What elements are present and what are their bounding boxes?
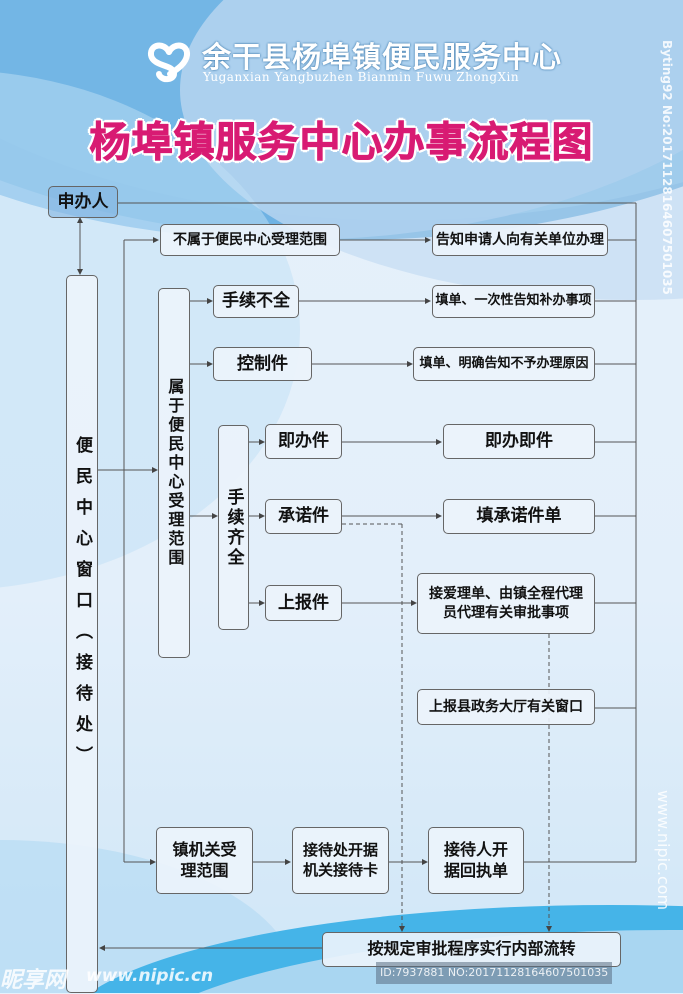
controlled-box: 控制件 [213, 347, 312, 381]
watermark-id: ID:7937881 NO:20171128164607501035 [376, 962, 613, 984]
watermark-brand: 昵享网 [0, 968, 67, 993]
incomplete-box: 手续不全 [213, 285, 299, 318]
incomplete-result-box: 填单、一次性告知补办事项 [432, 285, 595, 318]
controlled-result-box: 填单、明确告知不予办理原因 [413, 347, 595, 381]
org-pinyin: Yuganxian Yangbuzhen Bianmin Fuwu ZhongX… [203, 70, 520, 84]
not-in-scope-box: 不属于便民中心受理范围 [160, 224, 340, 256]
watermark-right-bottom: www.nipic.com [654, 790, 673, 911]
receipt-box: 接待人开据回执单 [428, 827, 524, 894]
watermark-url: www.nipic.cn [86, 966, 214, 986]
not-in-scope-result-box: 告知申请人向有关单位办理 [432, 224, 608, 256]
watermark-right-top: Byting92 No:20171128164607501035 [660, 40, 674, 295]
report-box: 上报件 [265, 585, 342, 621]
reception-card-box: 接待处开据机关接待卡 [292, 827, 389, 894]
immediate-result-box: 即办即件 [443, 424, 595, 459]
town-scope-box: 镇机关受理范围 [156, 827, 253, 894]
promised-box: 承诺件 [265, 499, 342, 534]
promised-result-box: 填承诺件单 [443, 499, 595, 534]
applicant-box: 申办人 [48, 186, 118, 218]
complete-box: 手续齐全 [218, 425, 249, 630]
page-title: 杨埠镇服务中心办事流程图 [89, 118, 594, 167]
report-county-box: 上报县政务大厅有关窗口 [417, 689, 595, 725]
in-scope-box: 属于便民中心受理范围 [158, 288, 190, 658]
org-name: 余干县杨埠镇便民服务中心 [202, 40, 563, 74]
service-window-box: 便民中心窗口（接待处） [66, 275, 98, 993]
immediate-box: 即办件 [265, 424, 342, 459]
heart-s-logo-icon [148, 42, 190, 83]
report-result-box: 接爱理单、由镇全程代理员代理有关审批事项 [417, 573, 595, 634]
